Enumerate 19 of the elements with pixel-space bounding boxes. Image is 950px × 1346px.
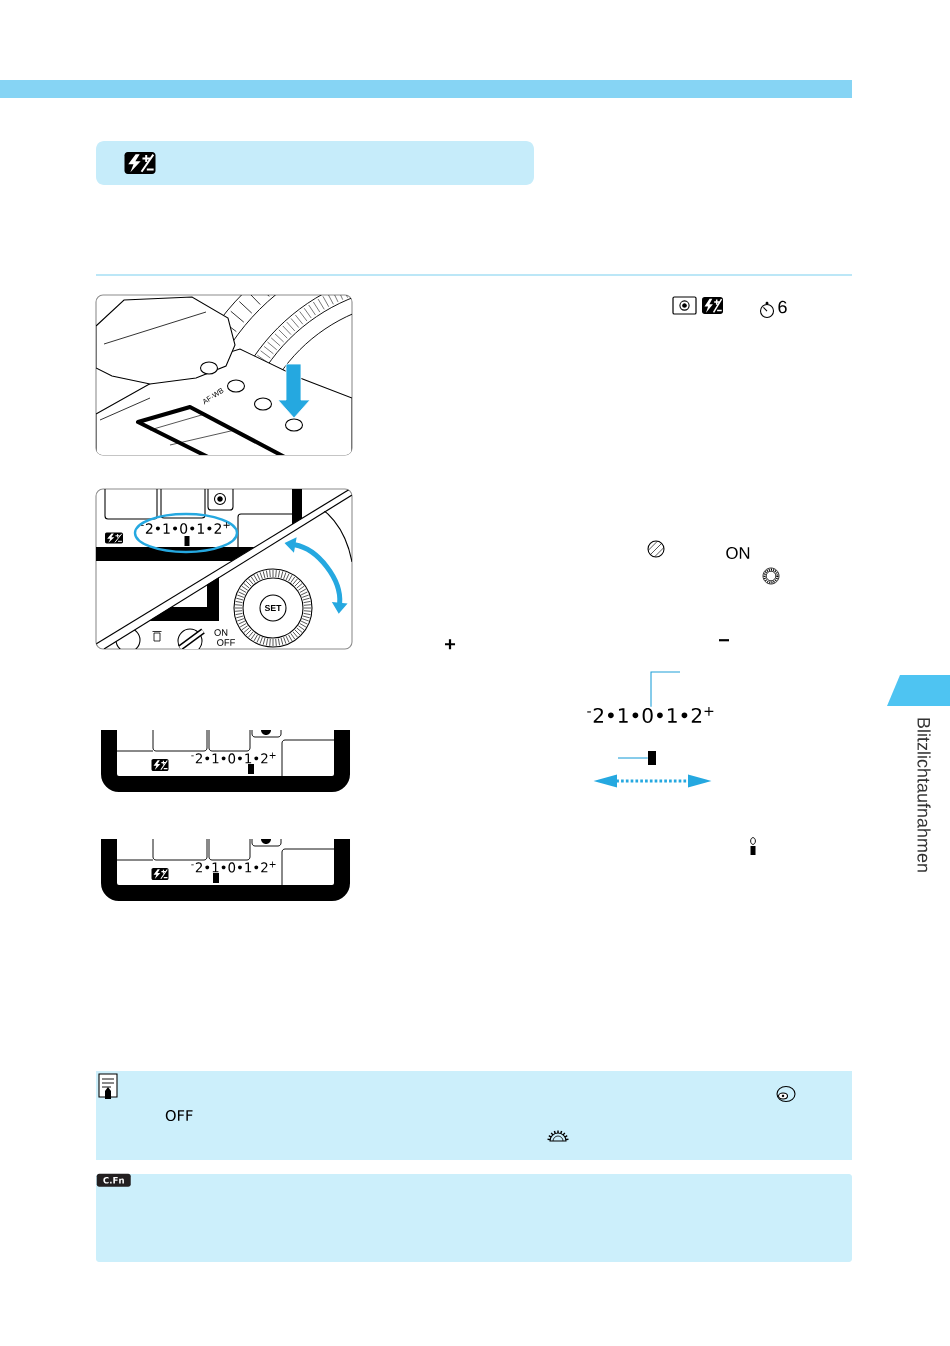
level-bar (648, 751, 656, 765)
switch-label: OFF (217, 639, 235, 646)
setting-text: ON (726, 547, 750, 559)
scale-text: $^{-}$2•1•0•1•2$^{+}$ (191, 861, 276, 873)
button-label: SET (264, 604, 282, 612)
plus-sign: + (445, 639, 456, 650)
scale-text: $^{-}$2•1•0•1•2$^{+}$ (587, 707, 714, 724)
minus-sign: − (719, 639, 729, 642)
switch-label: ON (214, 629, 228, 636)
badge: C.Fn (96, 1173, 131, 1187)
leader-line (617, 757, 649, 759)
scale-text: $^{-}$2•1•0•1•2$^{+}$ (191, 752, 276, 764)
number-text: 6 (778, 300, 787, 314)
node-label: Blitzlichtaufnahmen (917, 718, 931, 872)
leader-line (650, 671, 681, 708)
note-box (96, 1174, 852, 1262)
side-tab: Blitzlichtaufnahmen (887, 675, 950, 872)
note-box: OFF (96, 1071, 852, 1160)
scale-text: $^{-}$2•1•0•1•2$^{+}$ (141, 522, 230, 534)
